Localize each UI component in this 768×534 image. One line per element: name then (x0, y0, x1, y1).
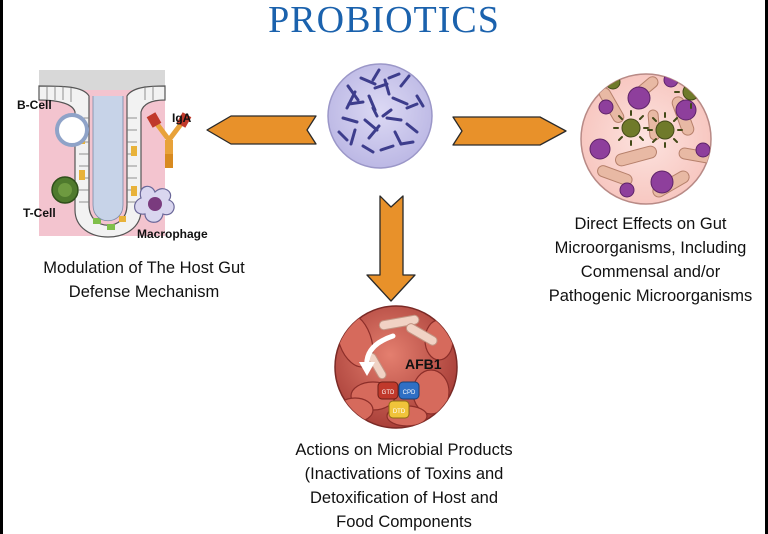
direct-caption-line: Commensal and/or (580, 263, 721, 281)
host-caption-line: Defense Mechanism (68, 283, 220, 301)
b-cell-label: B-Cell (17, 98, 52, 112)
macrophage-cell (134, 185, 175, 223)
host-caption-line: Modulation of The Host Gut (43, 259, 245, 277)
arrow-down (366, 195, 416, 302)
direct-effects-caption: Direct Effects on Gut Microorganisms, In… (536, 212, 765, 308)
probiotic-bacteria-circle (327, 63, 433, 169)
actions-caption-line: Actions on Microbial Products (295, 441, 513, 459)
intestinal-crypt (38, 85, 166, 238)
gut-microorganisms-circle (580, 73, 712, 205)
host-defense-caption: Modulation of The Host Gut Defense Mecha… (3, 256, 285, 304)
pathogenic-cocci (589, 74, 711, 198)
direct-caption-line: Direct Effects on Gut (574, 215, 727, 233)
direct-caption-line: Pathogenic Microorganisms (548, 287, 753, 305)
gtd-block (377, 381, 399, 400)
host-defense-illustration: B-Cell T-Cell IgA Macrophage (17, 70, 208, 241)
gtd-label: GTD (382, 390, 395, 396)
actions-caption-line: Detoxification of Host and (309, 489, 499, 507)
actions-caption-line: (Inactivations of Toxins and (304, 465, 504, 483)
iga-antibody (146, 112, 192, 168)
cpd-label: CPD (403, 390, 416, 396)
microbial-actions-caption: Actions on Microbial Products (Inactivat… (273, 438, 535, 534)
afb1-label: AFB1 (405, 356, 442, 372)
microbial-products-circle: GTD CPD DTD AFB1 (334, 305, 458, 429)
gut-rods (367, 314, 438, 380)
arrow-right (452, 116, 567, 146)
diagram-graphics: B-Cell T-Cell IgA Macrophage (17, 63, 712, 429)
direct-caption-line: Microorganisms, Including (554, 239, 747, 257)
arrow-left (206, 115, 317, 145)
bacteria-rods (337, 68, 425, 154)
dtd-block (388, 400, 410, 419)
macrophage-label: Macrophage (137, 227, 208, 241)
actions-caption-line: Food Components (336, 513, 472, 531)
diagram-title: PROBIOTICS (268, 0, 500, 41)
dtd-label: DTD (393, 409, 406, 415)
cpd-block (398, 381, 420, 400)
diagram-canvas: PROBIOTICS (3, 0, 765, 534)
iga-label: IgA (172, 111, 192, 125)
t-cell-label: T-Cell (23, 206, 56, 220)
b-cell (55, 113, 89, 147)
